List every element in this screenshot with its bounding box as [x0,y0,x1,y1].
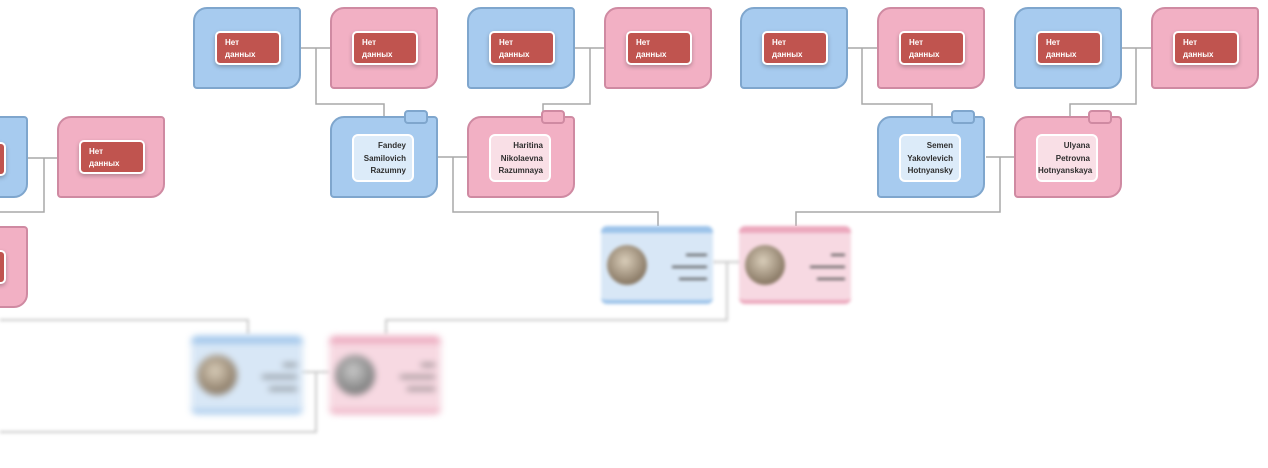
person-photo [335,355,375,395]
node-tab [1088,110,1112,124]
node-tab [541,110,565,124]
person-name-blurred: ▬▬▬▬▬▬▬▬▬▬▬ [810,251,845,282]
person-photo [607,245,647,285]
no-data-badge [0,250,6,284]
partial-female-node[interactable] [0,226,28,308]
person-card-blurred[interactable]: ▬▬▬▬▬▬▬▬▬▬▬ [739,226,851,304]
person-name-blurred: ▬▬▬▬▬▬▬▬▬▬▬ [400,361,435,392]
partial-male-node[interactable] [0,116,28,198]
no-data-badge [0,142,6,176]
person-photo [745,245,785,285]
person-card-blurred[interactable]: ▬▬▬▬▬▬▬▬▬▬▬ [329,336,441,414]
node-tab [404,110,428,124]
node-tab [951,110,975,124]
person-photo [197,355,237,395]
person-card-blurred[interactable]: ▬▬▬▬▬▬▬▬▬▬▬ [191,336,303,414]
person-name-blurred: ▬▬▬▬▬▬▬▬▬▬▬▬ [672,251,707,282]
person-card-blurred[interactable]: ▬▬▬▬▬▬▬▬▬▬▬▬ [601,226,713,304]
person-name-blurred: ▬▬▬▬▬▬▬▬▬▬▬ [262,361,297,392]
